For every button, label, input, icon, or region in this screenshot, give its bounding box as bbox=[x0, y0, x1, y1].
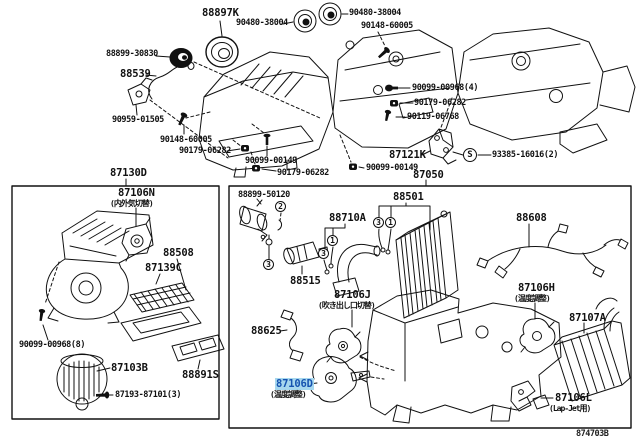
seal-ring-art bbox=[205, 36, 239, 68]
left-box-frame bbox=[11, 185, 220, 420]
fastener-glyphs bbox=[38, 47, 398, 399]
bracket-87121k-art bbox=[428, 128, 457, 165]
part-label-90099-00149-a[interactable]: 90099-00149 bbox=[245, 156, 297, 166]
part-label-87139c[interactable]: 87139C bbox=[145, 262, 182, 274]
part-label-90179-06282-c[interactable]: 90179-06282 bbox=[414, 98, 466, 108]
part-label-90099-00149-b[interactable]: 90099-00149 bbox=[366, 163, 418, 173]
part-label-87103b[interactable]: 87103B bbox=[111, 362, 148, 374]
part-label-87106d-selected[interactable]: 87106D bbox=[275, 378, 314, 390]
highlighted-part-number[interactable]: 87106D bbox=[275, 378, 314, 390]
part-label-90099-00968-4[interactable]: 90099-00968(4) bbox=[412, 83, 479, 93]
section-label-87050[interactable]: 87050 bbox=[413, 169, 444, 181]
callout-2: 2 bbox=[275, 201, 286, 212]
top-dashed-lines bbox=[149, 31, 453, 165]
part-label-88508[interactable]: 88508 bbox=[163, 247, 194, 259]
drawing-number: 874703B bbox=[576, 429, 609, 439]
part-label-90959-01505[interactable]: 90959-01505 bbox=[112, 115, 164, 125]
part-note-87106j: (吹き出し口切替) bbox=[318, 301, 376, 310]
callout-1-b: 1 bbox=[385, 217, 396, 228]
top-leaders bbox=[125, 13, 492, 187]
heater-unit-art bbox=[239, 198, 631, 424]
callout-3-b: 3 bbox=[318, 248, 329, 259]
part-label-88891s[interactable]: 88891S bbox=[182, 369, 219, 381]
section-label-87130d[interactable]: 87130D bbox=[110, 167, 147, 179]
part-label-88501[interactable]: 88501 bbox=[393, 191, 424, 203]
part-label-90119-06768[interactable]: 90119-06768 bbox=[407, 112, 459, 122]
part-label-88608[interactable]: 88608 bbox=[516, 212, 547, 224]
grommet-art bbox=[293, 2, 342, 33]
part-label-90480-38004-a[interactable]: 90480-38004 bbox=[236, 18, 288, 28]
blower-unit-art bbox=[42, 207, 225, 411]
part-label-88539[interactable]: 88539 bbox=[120, 68, 151, 80]
part-label-87106j[interactable]: 87106J bbox=[334, 289, 371, 301]
fastener-holes bbox=[243, 102, 396, 170]
part-label-88625[interactable]: 88625 bbox=[251, 325, 282, 337]
part-label-90099-00968-8[interactable]: 90099-00968(8) bbox=[19, 340, 86, 350]
callout-3-a: 3 bbox=[263, 259, 274, 270]
part-label-90148-60005-a[interactable]: 90148-60005 bbox=[361, 21, 413, 31]
cap-art bbox=[169, 48, 193, 68]
part-label-90480-38004-b[interactable]: 90480-38004 bbox=[349, 8, 401, 18]
part-label-87106n[interactable]: 87106N bbox=[118, 187, 155, 199]
part-label-90179-06282-a[interactable]: 90179-06282 bbox=[179, 146, 231, 156]
part-label-87106l[interactable]: 87106L bbox=[555, 392, 592, 404]
part-note-87106l: (Lap-Jet用) bbox=[549, 404, 591, 413]
part-label-88897k[interactable]: 88897K bbox=[202, 7, 239, 19]
part-label-88899-30830[interactable]: 88899-30830 bbox=[106, 49, 158, 59]
right-box-frame bbox=[228, 185, 632, 429]
part-note-87106h: (温度調整) bbox=[514, 294, 551, 303]
callout-3-c: 3 bbox=[373, 217, 384, 228]
part-label-87121k[interactable]: 87121K bbox=[389, 149, 426, 161]
part-note-87106n: (内外気切替) bbox=[110, 199, 154, 208]
s-symbol: S bbox=[463, 148, 477, 162]
sensor-bracket-art bbox=[127, 77, 153, 106]
hvac-assembly-art bbox=[198, 27, 636, 178]
part-label-90179-06282-b[interactable]: 90179-06282 bbox=[277, 168, 329, 178]
part-label-93385-16016-2[interactable]: 93385-16016(2) bbox=[492, 150, 559, 160]
part-label-87106h[interactable]: 87106H bbox=[518, 282, 555, 294]
part-note-87106d: (温度調整) bbox=[270, 390, 307, 399]
part-label-88515[interactable]: 88515 bbox=[290, 275, 321, 287]
part-label-87107a[interactable]: 87107A bbox=[569, 312, 606, 324]
part-label-88899-50120[interactable]: 88899-50120 bbox=[238, 190, 290, 200]
hose-art bbox=[148, 62, 195, 100]
part-label-90148-60005-b[interactable]: 90148-60005 bbox=[160, 135, 212, 145]
callout-1-a: 1 bbox=[327, 235, 338, 246]
part-label-88710a[interactable]: 88710A bbox=[329, 212, 366, 224]
part-label-87193-87101-3[interactable]: 87193-87101(3) bbox=[115, 390, 182, 400]
